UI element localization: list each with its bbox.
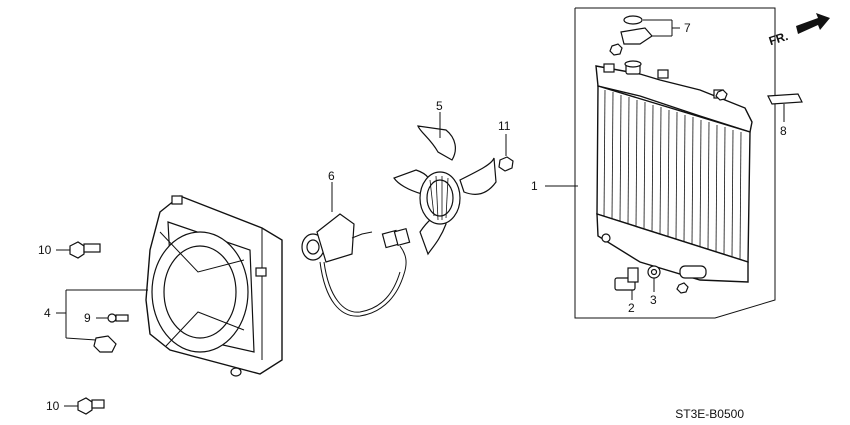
shroud-clip [93, 335, 117, 353]
motor-wire-harness [319, 245, 407, 317]
callout-7: 7 [684, 21, 691, 35]
callout-5: 5 [436, 99, 443, 113]
fan-motor [301, 213, 373, 263]
radiator-group-frame [574, 7, 776, 319]
caution-label [767, 93, 803, 105]
direction-label: FR. [767, 29, 790, 48]
nut [715, 89, 728, 101]
callout-2: 2 [628, 301, 635, 315]
screw [107, 313, 129, 323]
callout-3: 3 [650, 293, 657, 307]
bolt-lower [77, 397, 105, 415]
callout-1: 1 [531, 179, 538, 193]
callout-4: 4 [44, 306, 51, 320]
callout-10-upper: 10 [38, 243, 52, 257]
nut [609, 43, 623, 56]
cooling-fan [393, 125, 497, 256]
diagram-code: ST3E-B0500 [675, 407, 744, 421]
callout-9: 9 [84, 311, 91, 325]
front-direction-arrow-icon [796, 13, 830, 34]
cap-leader [643, 19, 680, 37]
radiator-cap [620, 15, 653, 45]
nut [676, 282, 689, 294]
fan-shroud [145, 195, 283, 377]
callout-6: 6 [328, 169, 335, 183]
bolt-upper [69, 241, 101, 259]
drain-washer [647, 265, 661, 279]
fan-nut [498, 156, 514, 172]
callout-8: 8 [780, 124, 787, 138]
drain-plug [614, 267, 639, 291]
radiator [595, 60, 753, 283]
callout-10-lower: 10 [46, 399, 60, 413]
motor-connector [381, 227, 411, 249]
callout-11: 11 [498, 119, 511, 133]
shroud-leader [56, 289, 148, 341]
